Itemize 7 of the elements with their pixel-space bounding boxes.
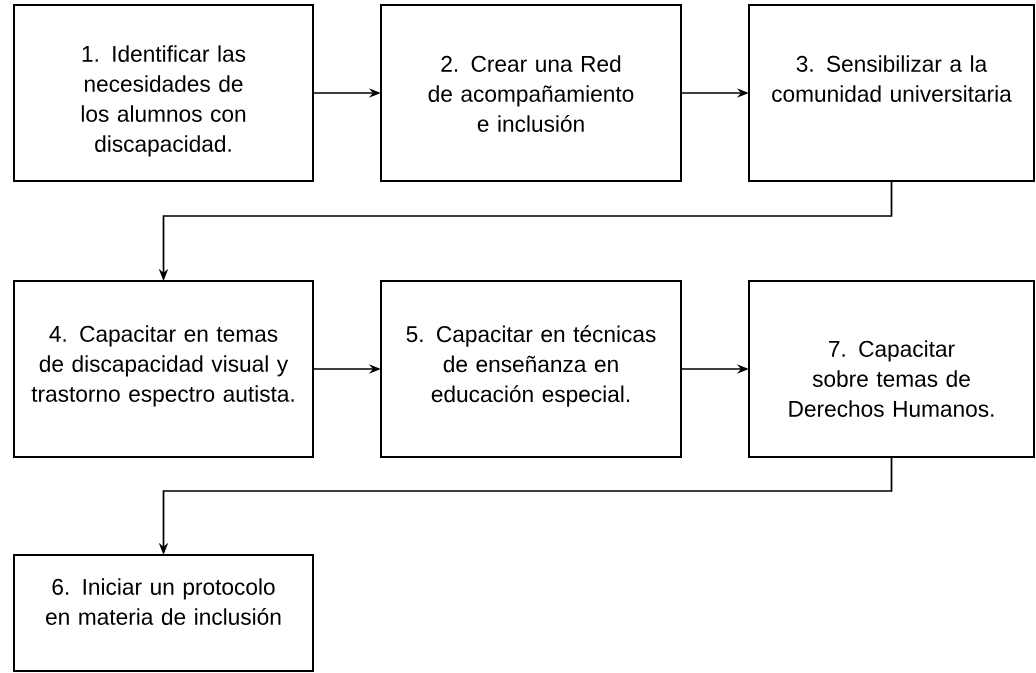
process-box: 1. Identificar las necesidades de los alumnos con discapacidad. xyxy=(13,4,314,182)
process-box: 5. Capacitar en técnicas de enseñanza en educación especial. xyxy=(380,280,682,458)
process-box: 3. Sensibilizar a la comunidad universitaria xyxy=(748,4,1035,182)
process-box: 4. Capacitar en temas de discapacidad visual y trastorno espectro autista. xyxy=(13,280,314,458)
process-box: 7. Capacitar sobre temas de Derechos Humanos. xyxy=(748,280,1035,458)
process-box: 2. Crear una Red de acompañamiento e inclusión xyxy=(380,4,682,182)
process-box: 6. Iniciar un protocolo en materia de inclusión xyxy=(13,554,314,672)
